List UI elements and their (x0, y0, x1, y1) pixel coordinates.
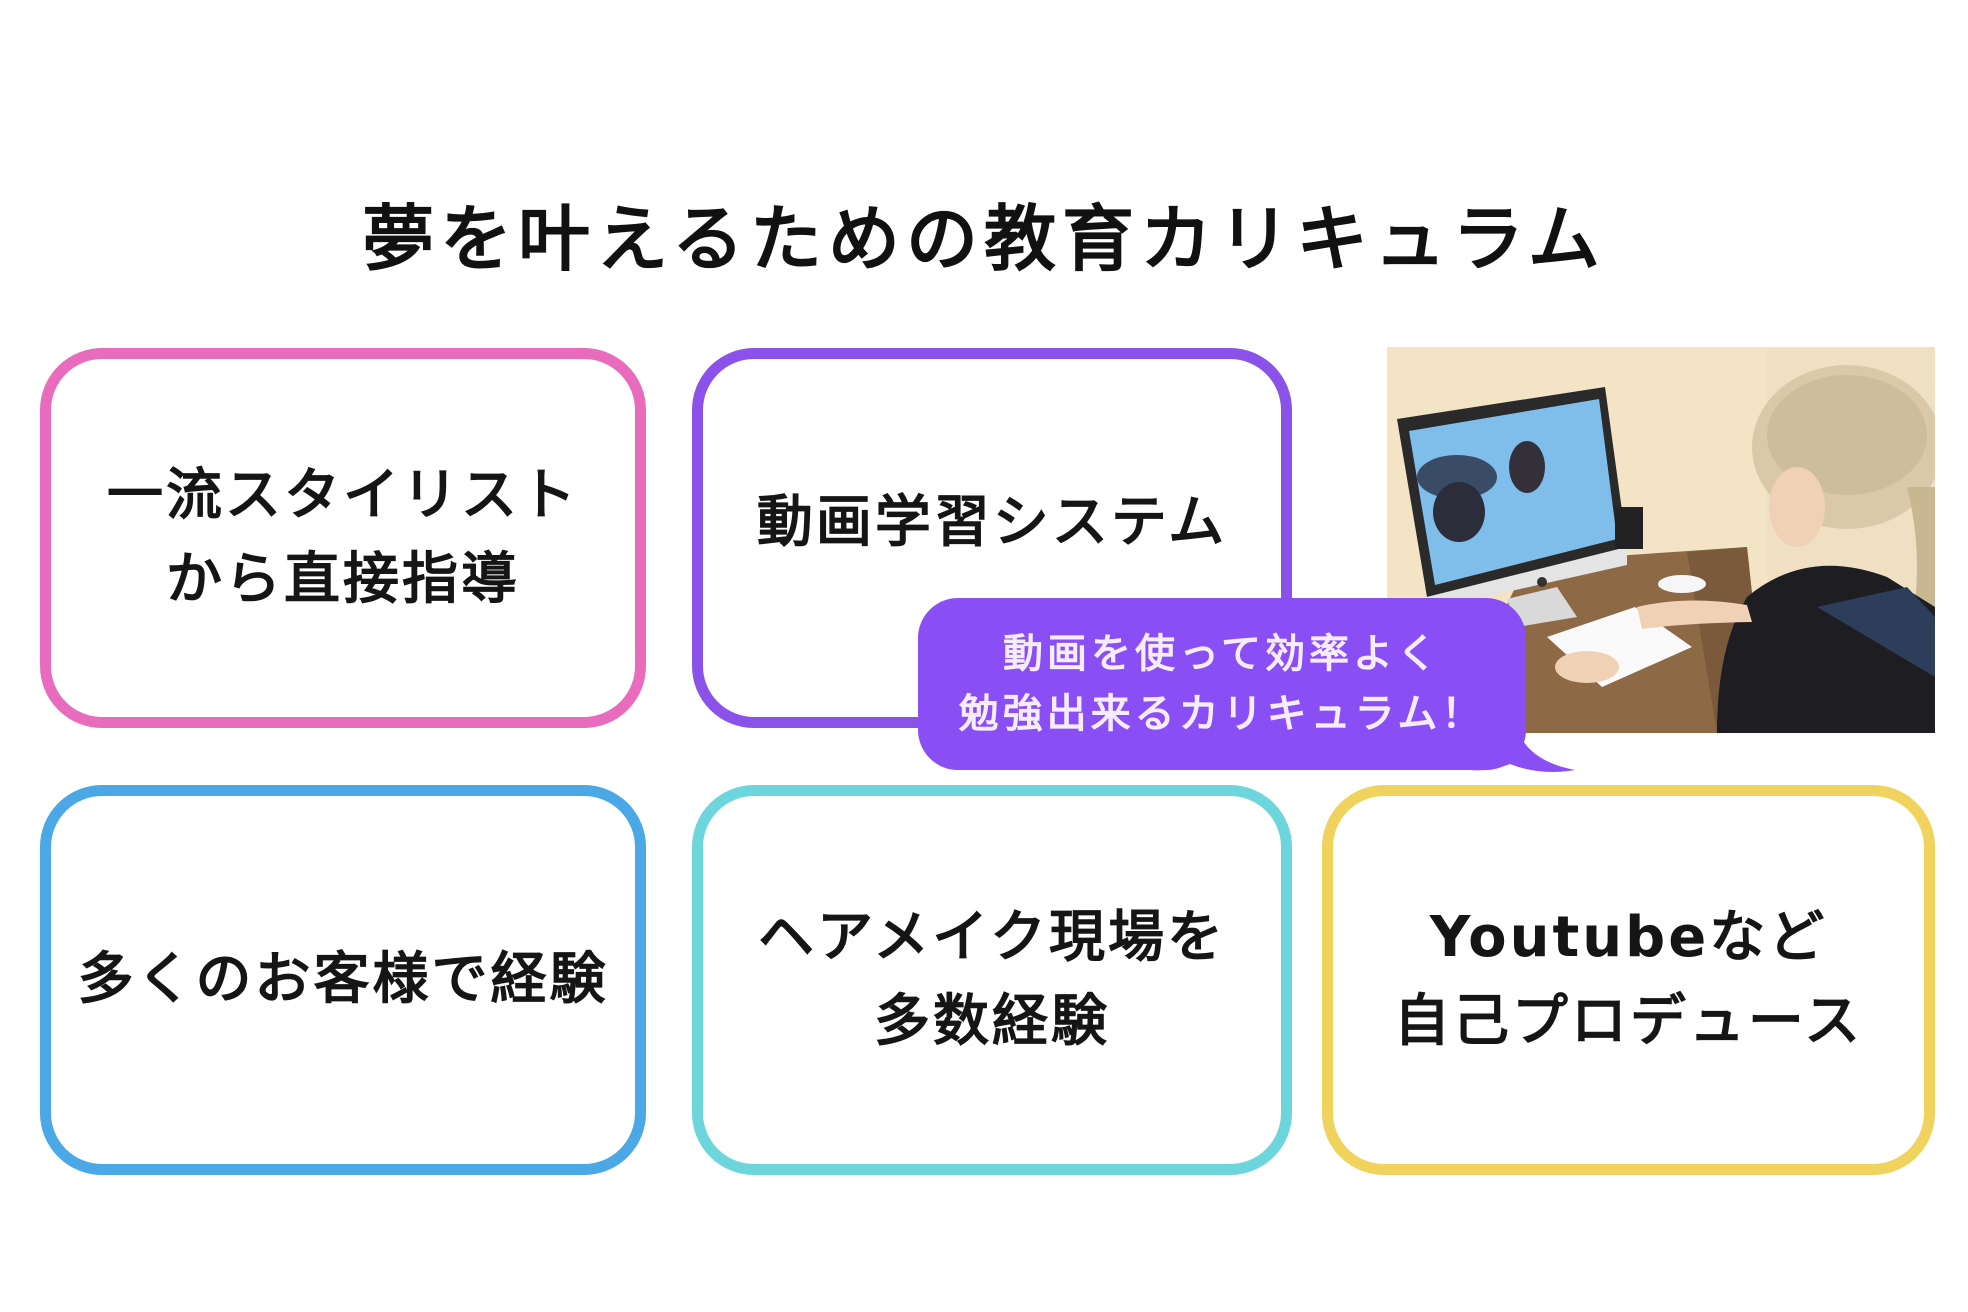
page-title: 夢を叶えるための教育カリキュラム (362, 197, 1606, 281)
card-label: ヘアメイク現場を 多数経験 (757, 905, 1227, 1054)
curriculum-card-customer-experience: 多くのお客様で経験 (40, 785, 646, 1175)
card-label: Youtubeなど 自己プロデュース (1393, 905, 1864, 1054)
speech-bubble-text: 動画を使って効率よく 勉強出来るカリキュラム！ (958, 631, 1486, 737)
curriculum-card-hairmake-field: ヘアメイク現場を 多数経験 (692, 785, 1292, 1175)
card-label: 多くのお客様で経験 (77, 947, 609, 1012)
speech-bubble: 動画を使って効率よく 勉強出来るカリキュラム！ (918, 598, 1526, 770)
curriculum-card-stylist-guidance: 一流スタイリスト から直接指導 (40, 348, 646, 728)
card-label: 一流スタイリスト から直接指導 (107, 463, 579, 612)
curriculum-card-self-produce: Youtubeなど 自己プロデュース (1322, 785, 1935, 1175)
speech-bubble-tail (1470, 720, 1575, 772)
card-label: 動画学習システム (756, 490, 1228, 555)
